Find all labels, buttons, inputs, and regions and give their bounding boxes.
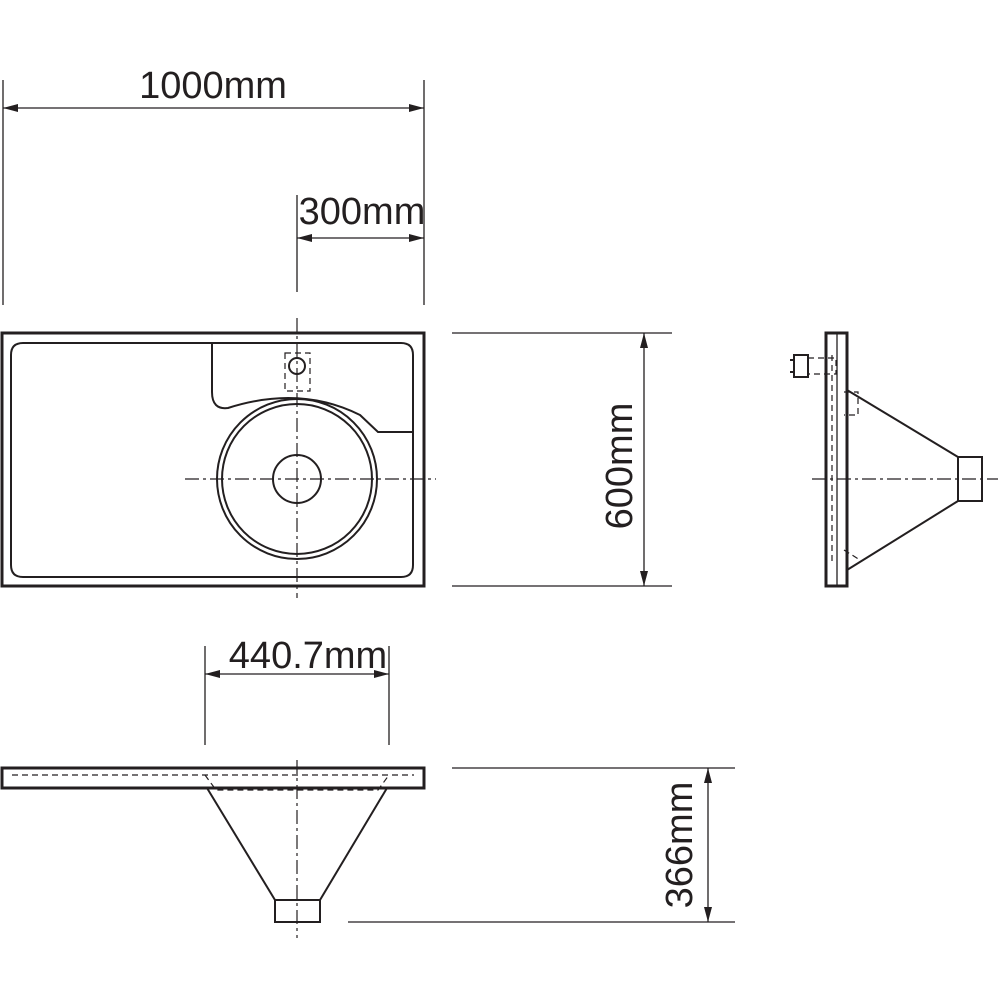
dimension-label-height: 366mm [659,782,701,909]
dimension-depth: 600mm [452,332,672,587]
dimension-overall-width: 1000mm [2,65,425,305]
dimension-height: 366mm [348,767,735,923]
dimension-label-overall-width: 1000mm [139,65,287,107]
dimension-drain-offset: 300mm [296,191,426,292]
dimension-label-drain-offset: 300mm [299,191,426,233]
sink-side-view [790,331,998,588]
sink-top-view [0,318,436,598]
dimension-label-depth: 600mm [599,403,641,530]
sink-front-view [0,760,426,938]
dimension-label-bowl-width: 440.7mm [229,635,387,677]
dimension-bowl-width: 440.7mm [204,635,390,745]
